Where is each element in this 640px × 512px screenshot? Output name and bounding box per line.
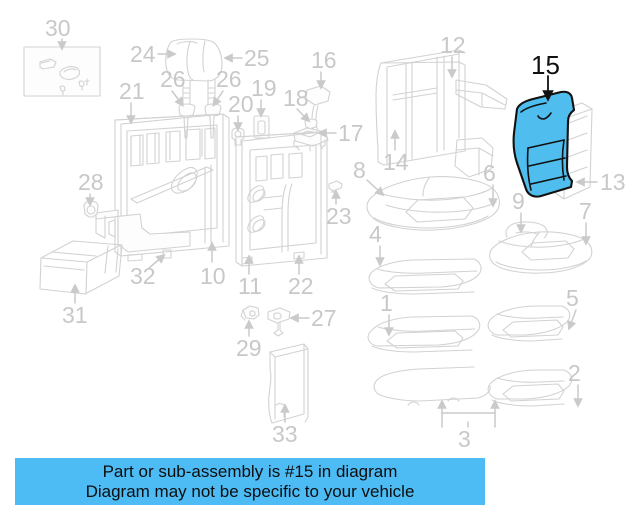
svg-text:8: 8 bbox=[353, 157, 366, 183]
svg-text:28: 28 bbox=[78, 169, 104, 195]
svg-text:21: 21 bbox=[119, 78, 145, 104]
svg-text:22: 22 bbox=[288, 273, 314, 299]
svg-text:15: 15 bbox=[531, 50, 560, 80]
svg-text:7: 7 bbox=[579, 198, 592, 224]
callout-9: 9 bbox=[512, 188, 526, 234]
callout-10: 10 bbox=[200, 241, 226, 289]
callout-13: 13 bbox=[575, 169, 626, 195]
callout-18: 18 bbox=[283, 85, 311, 123]
part-4-cushion bbox=[368, 258, 482, 295]
svg-text:25: 25 bbox=[244, 45, 270, 71]
callout-33: 33 bbox=[272, 403, 298, 447]
callout-26-right: 26 bbox=[212, 66, 242, 107]
svg-text:19: 19 bbox=[251, 75, 277, 101]
part-33-side-trim bbox=[268, 343, 309, 424]
part-31-armrest bbox=[39, 240, 123, 295]
callout-26-left: 26 bbox=[160, 66, 186, 107]
svg-text:29: 29 bbox=[236, 335, 262, 361]
callout-29: 29 bbox=[236, 319, 262, 361]
callout-3: 3 bbox=[437, 399, 500, 452]
callout-15: 15 bbox=[531, 50, 560, 102]
callout-14: 14 bbox=[383, 129, 409, 175]
part-2-cushion bbox=[487, 369, 573, 407]
svg-text:4: 4 bbox=[369, 221, 382, 247]
svg-text:12: 12 bbox=[440, 32, 466, 58]
svg-text:33: 33 bbox=[272, 421, 298, 447]
svg-text:10: 10 bbox=[200, 263, 226, 289]
callout-30: 30 bbox=[45, 15, 71, 51]
part-19-bezel bbox=[253, 115, 270, 139]
part-1-cushion bbox=[367, 315, 491, 406]
callout-12: 12 bbox=[440, 32, 466, 79]
svg-text:1: 1 bbox=[380, 290, 393, 316]
callout-27: 27 bbox=[289, 305, 337, 331]
info-banner: Part or sub-assembly is #15 in diagram D… bbox=[15, 458, 485, 505]
svg-text:6: 6 bbox=[483, 160, 496, 186]
callout-19: 19 bbox=[251, 75, 277, 118]
svg-text:16: 16 bbox=[311, 47, 337, 73]
callout-4: 4 bbox=[369, 221, 385, 267]
callout-17: 17 bbox=[317, 120, 364, 146]
callout-1: 1 bbox=[380, 290, 394, 337]
svg-text:3: 3 bbox=[458, 426, 471, 452]
callout-25: 25 bbox=[223, 45, 270, 71]
part-23-bolt bbox=[328, 180, 343, 195]
callout-22: 22 bbox=[288, 254, 314, 299]
part-9-7-right-cushion bbox=[489, 221, 593, 274]
callout-20: 20 bbox=[228, 91, 254, 132]
svg-text:18: 18 bbox=[283, 85, 309, 111]
svg-text:26: 26 bbox=[160, 66, 186, 92]
svg-text:11: 11 bbox=[238, 273, 262, 299]
part-21-10-seat-back-panel bbox=[95, 113, 230, 262]
callout-24: 24 bbox=[130, 41, 177, 67]
svg-text:24: 24 bbox=[130, 41, 156, 67]
callout-8: 8 bbox=[353, 157, 385, 197]
svg-text:26: 26 bbox=[216, 66, 242, 92]
banner-line-2: Diagram may not be specific to your vehi… bbox=[85, 481, 415, 501]
callout-5: 5 bbox=[566, 285, 579, 331]
svg-text:32: 32 bbox=[130, 263, 156, 289]
callout-32: 32 bbox=[130, 253, 166, 289]
callout-31: 31 bbox=[62, 283, 88, 328]
callout-21: 21 bbox=[119, 78, 145, 125]
callout-11: 11 bbox=[238, 254, 262, 299]
svg-text:31: 31 bbox=[62, 302, 88, 328]
part-11-22-seat-back-panel bbox=[235, 131, 328, 267]
svg-text:23: 23 bbox=[326, 203, 352, 229]
callout-2: 2 bbox=[568, 360, 583, 408]
svg-text:5: 5 bbox=[566, 285, 579, 311]
part-5-cushion bbox=[487, 305, 571, 342]
part-30-hardware-kit bbox=[23, 46, 101, 97]
callout-16: 16 bbox=[311, 47, 337, 90]
part-17-striker bbox=[293, 127, 329, 152]
part-8-6-seat-cushion bbox=[366, 176, 500, 231]
part-15-highlighted-seat-back-cushion bbox=[512, 90, 576, 198]
part-12-14-seat-back bbox=[375, 49, 508, 178]
svg-text:27: 27 bbox=[311, 305, 337, 331]
svg-text:9: 9 bbox=[512, 188, 525, 214]
part-28-clip bbox=[83, 200, 99, 218]
svg-text:14: 14 bbox=[383, 149, 409, 175]
svg-text:2: 2 bbox=[568, 360, 581, 386]
part-29-bracket bbox=[240, 305, 260, 321]
svg-text:17: 17 bbox=[338, 120, 364, 146]
callout-6: 6 bbox=[483, 160, 498, 208]
svg-text:13: 13 bbox=[600, 169, 626, 195]
part-27-hinge bbox=[267, 307, 291, 337]
callout-layer: 30 24 25 26 26 16 18 17 19 20 21 28 32 bbox=[45, 15, 626, 452]
callout-7: 7 bbox=[579, 198, 592, 246]
callout-23: 23 bbox=[326, 189, 352, 229]
banner-line-1: Part or sub-assembly is #15 in diagram bbox=[102, 461, 398, 481]
callout-28: 28 bbox=[78, 169, 104, 207]
svg-text:30: 30 bbox=[45, 15, 71, 41]
svg-text:20: 20 bbox=[228, 91, 254, 117]
